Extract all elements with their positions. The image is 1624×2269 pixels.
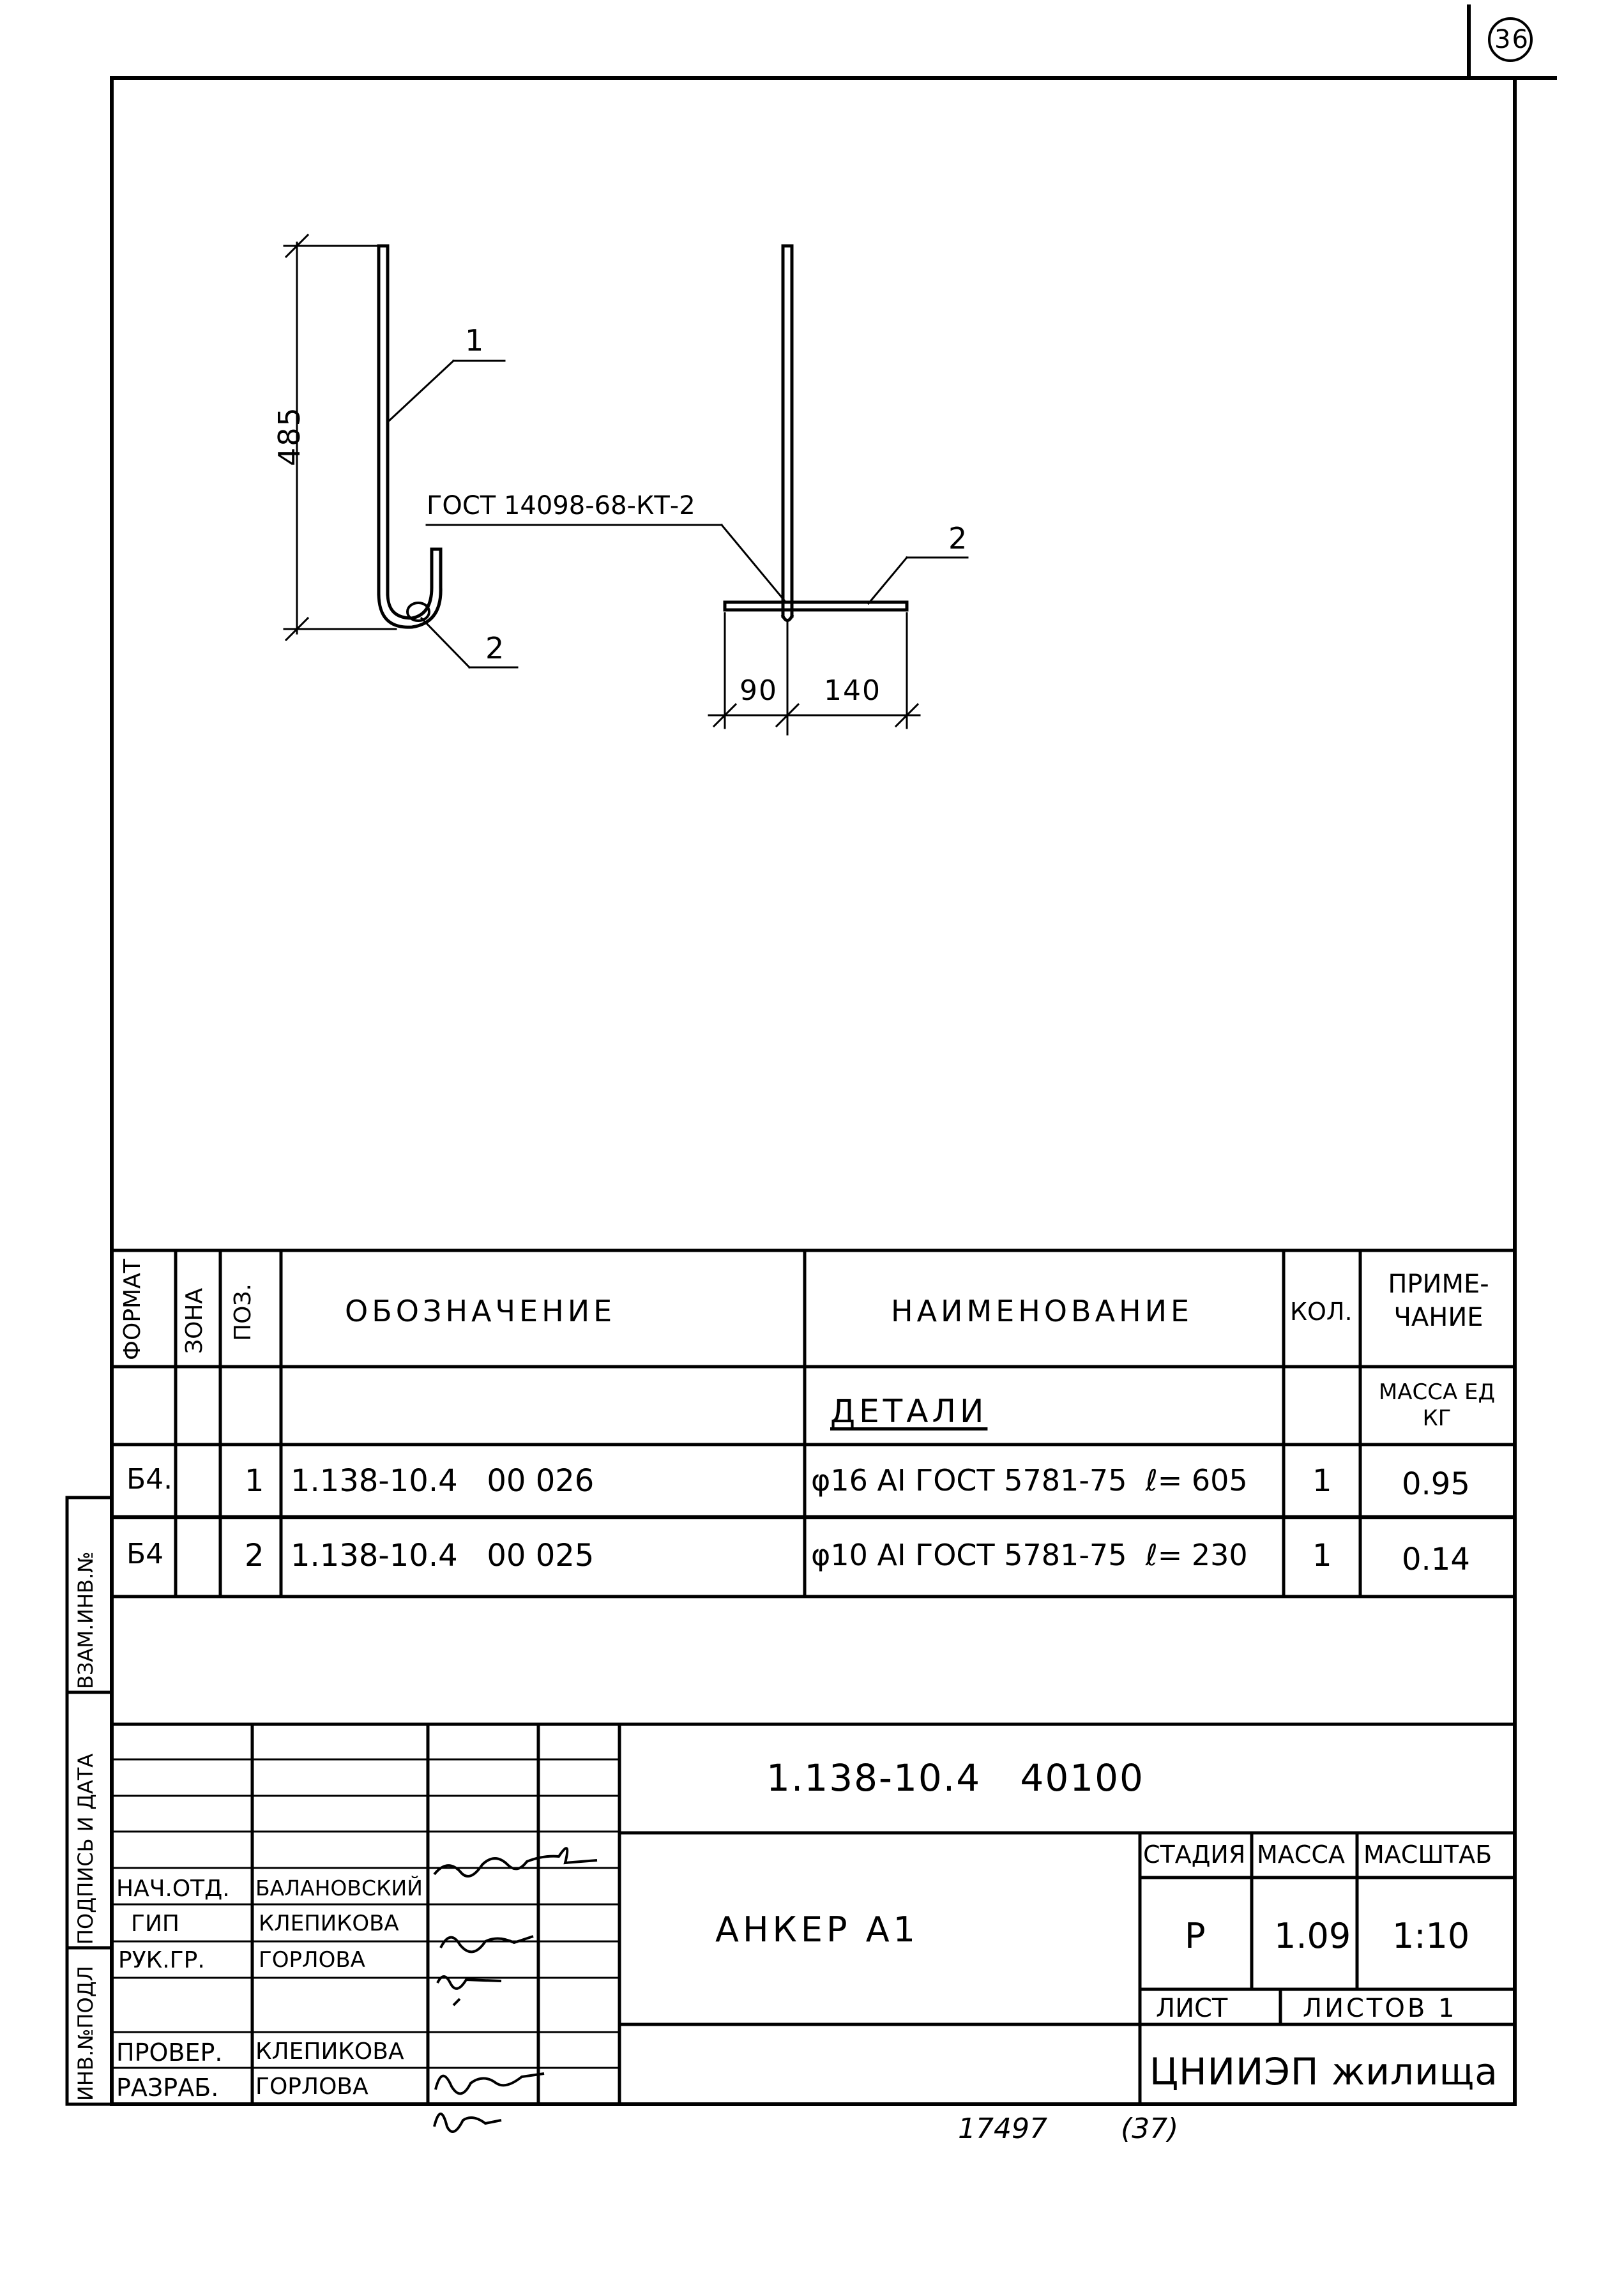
mass-unit-note: МАССА ЕД КГ (1378, 1379, 1496, 1431)
signatures (433, 1847, 598, 2133)
row-2-oboznachenie: 1.138-10.4 00 025 (291, 1538, 595, 1574)
name-klepikova-2: КЛЕПИКОВА (255, 2038, 404, 2065)
sheet-number: 36 (1494, 25, 1529, 54)
leader-2-right (867, 556, 969, 605)
document-code: 1.138-10.4 40100 (766, 1756, 1144, 1800)
stadiya-value: Р (1185, 1916, 1207, 1956)
role-nach-otd: НАЧ.ОТД. (116, 1876, 230, 1902)
bar-2-section (406, 602, 430, 622)
row-2-kol: 1 (1312, 1538, 1333, 1574)
position-1-label: 1 (465, 323, 485, 358)
signature-klepikova-1 (439, 1935, 534, 1954)
weld-leader (425, 523, 786, 602)
position-2-label-right: 2 (948, 521, 969, 556)
header-format: ФОРМАТ (119, 1259, 146, 1360)
signature-gorlova-1 (436, 1975, 502, 2007)
row-1-kol: 1 (1312, 1463, 1333, 1499)
row-1-naimenovanie: φ16 АI ГОСТ 5781-75 ℓ= 605 (811, 1463, 1248, 1498)
row-1-mass: 0.95 (1402, 1466, 1470, 1502)
dimension-140-label: 140 (824, 674, 881, 707)
leader-1 (386, 359, 506, 423)
position-2-label-left: 2 (485, 631, 506, 665)
list-label: ЛИСТ (1156, 1994, 1228, 2023)
name-gorlova-1: ГОРЛОВА (259, 1947, 365, 1973)
row-2-format: Б4 (126, 1538, 164, 1570)
weld-standard-label: ГОСТ 14098-68-КТ-2 (427, 491, 695, 520)
massa-label: МАССА (1257, 1840, 1345, 1869)
signature-klepikova-2 (434, 2072, 545, 2095)
role-prover: ПРОВЕР. (116, 2038, 223, 2067)
massa-value: 1.09 (1274, 1916, 1351, 1956)
row-1-format: Б4. (126, 1463, 173, 1496)
drawing-title: АНКЕР А1 (715, 1909, 920, 1950)
bar-2-right (723, 600, 909, 612)
name-gorlova-2: ГОРЛОВА (255, 2074, 368, 2100)
leader-2-left (420, 616, 519, 669)
title-block-rows (110, 1758, 621, 2069)
header-zona: ЗОНА (181, 1287, 208, 1354)
header-oboznachenie: ОБОЗНАЧЕНИЕ (345, 1294, 616, 1328)
role-ruk-gr: РУК.ГР. (118, 1947, 205, 1973)
footer-archive-number: 17497 (958, 2113, 1047, 2145)
role-gip: ГИП (131, 1911, 179, 1937)
header-naimenovanie: НАИМЕНОВАНИЕ (891, 1294, 1194, 1328)
name-klepikova-1: КЛЕПИКОВА (259, 1911, 399, 1936)
stadiya-label: СТАДИЯ (1143, 1840, 1246, 1869)
title-block-lines (110, 1722, 1517, 2106)
frame (110, 4, 1557, 2106)
side-label-inv-podl: ИНВ.№ПОДЛ (73, 1966, 98, 2101)
bar-1-outline (377, 244, 443, 629)
row-1-oboznachenie: 1.138-10.4 00 026 (291, 1463, 595, 1499)
dim-90-140-lines (708, 612, 921, 736)
row-2-naimenovanie: φ10 АI ГОСТ 5781-75 ℓ= 230 (811, 1538, 1248, 1572)
organization-name: ЦНИИЭП жилища (1150, 2050, 1498, 2093)
row-1-poz: 1 (245, 1463, 266, 1499)
signature-balanovsky (433, 1847, 598, 1878)
dimension-90-label: 90 (740, 674, 778, 707)
side-stamp-lines (65, 1496, 114, 2106)
spec-table-lines (110, 1248, 1517, 1598)
listov-label: ЛИСТОВ 1 (1303, 1994, 1457, 2023)
footer-page-ref: (37) (1121, 2113, 1179, 2145)
side-label-inv-vzam: ВЗАМ.ИНВ.№ (73, 1551, 98, 1689)
row-2-poz: 2 (245, 1538, 266, 1574)
header-kol: КОЛ. (1290, 1298, 1353, 1326)
role-razrab: РАЗРАБ. (116, 2074, 219, 2102)
row-2-mass: 0.14 (1402, 1542, 1470, 1577)
masshtab-label: МАСШТАБ (1363, 1840, 1492, 1869)
dim-485-lines (283, 233, 397, 642)
header-primechanie: ПРИМЕ- ЧАНИЕ (1388, 1270, 1489, 1332)
header-poz: ПОЗ. (230, 1284, 256, 1341)
masshtab-value: 1:10 (1392, 1916, 1470, 1956)
signature-gorlova-2 (433, 2113, 502, 2133)
name-balanovsky: БАЛАНОВСКИЙ (255, 1876, 423, 1901)
side-label-podpis: ПОДПИСЬ И ДАТА (73, 1753, 98, 1945)
dimension-485-label: 485 (272, 406, 307, 466)
bar-1-right (780, 244, 794, 622)
section-title-details: ДЕТАЛИ (830, 1393, 988, 1430)
sheet-number-circle (1488, 17, 1533, 62)
